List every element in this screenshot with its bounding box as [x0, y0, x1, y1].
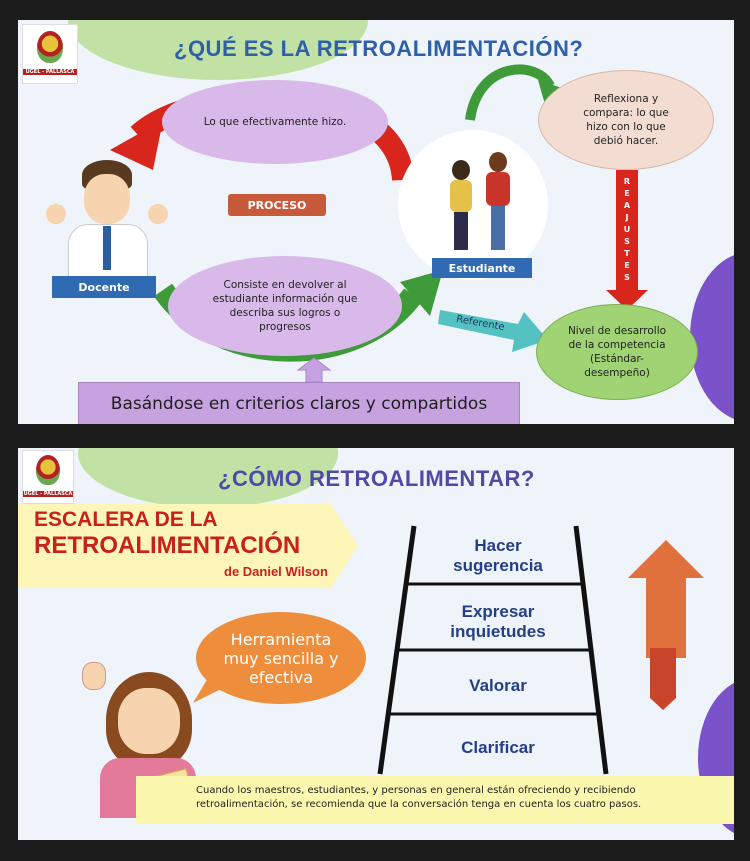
slide-que-es-retroalimentacion: UGEL - PALLASCA ¿QUÉ ES LA RETROALIMENTA… [18, 20, 734, 424]
red-arrowhead-icon [110, 120, 163, 170]
escalera-banner [18, 504, 358, 588]
escalera-title-line2: RETROALIMENTACIÓN [34, 532, 301, 559]
docente-tie-icon [103, 226, 111, 270]
referente-arrow-icon [438, 310, 548, 352]
reajustes-arrowhead-icon [606, 290, 648, 310]
escalera-title-line1: ESCALERA DE LA [34, 508, 218, 531]
ugel-logo-text: UGEL - PALLASCA [23, 69, 77, 75]
docente-figure [40, 160, 170, 300]
estudiante-boy-icon [484, 152, 512, 250]
estudiante-label: Estudiante [432, 258, 532, 278]
docente-label: Docente [52, 276, 156, 298]
slide-como-retroalimentar: UGEL - PALLASCA ¿CÓMO RETROALIMENTAR? ES… [18, 448, 734, 840]
proceso-label: PROCESO [228, 194, 326, 216]
note-text: Cuando los maestros, estudiantes, y pers… [196, 785, 642, 810]
criterios-box: Basándose en criterios claros y comparti… [78, 382, 520, 424]
green-arrow-to-reflexiona-icon [465, 64, 555, 121]
speech-text: Herramienta muy sencilla y efectiva [223, 629, 339, 687]
maestra-face-icon [118, 688, 180, 754]
orange-up-arrow-icon [628, 540, 704, 658]
bubble-nivel: Nivel de desarrollo de la competencia (E… [536, 304, 698, 400]
bubble-lo-que-hizo: Lo que efectivamente hizo. [162, 80, 388, 164]
docente-fist-left-icon [46, 204, 66, 224]
ugel-emblem-icon [37, 31, 63, 63]
step-clarificar: Clarificar [461, 738, 535, 757]
maestra-raised-hand-icon [82, 662, 106, 690]
ugel-emblem-icon [36, 455, 60, 485]
ugel-logo: UGEL - PALLASCA [22, 450, 74, 504]
bubble-consiste: Consiste en devolver al estudiante infor… [168, 256, 402, 356]
escalera-author: de Daniel Wilson [224, 564, 328, 579]
page-title: ¿CÓMO RETROALIMENTAR? [218, 466, 535, 491]
ladder-graphic [377, 525, 704, 775]
criterios-text: Basándose en criterios claros y comparti… [110, 394, 488, 414]
docente-face-icon [84, 174, 130, 224]
estudiante-circle [398, 130, 548, 280]
bubble-reflexiona: Reflexiona y compara: lo que hizo con lo… [538, 70, 714, 170]
step-valorar: Valorar [469, 676, 527, 695]
reajustes-letters: R E A J U S T E S [623, 177, 631, 282]
ugel-logo: UGEL - PALLASCA [22, 24, 78, 84]
step-hacer-sugerencia: Hacer sugerencia [453, 536, 543, 575]
up-arrow-icon [296, 357, 332, 383]
orange-down-fold-icon [650, 648, 676, 710]
estudiante-girl-icon [448, 160, 474, 250]
step-expresar-inquietudes: Expresar inquietudes [450, 602, 546, 641]
page-title: ¿QUÉ ES LA RETROALIMENTACIÓN? [174, 36, 584, 61]
speech-bubble: Herramienta muy sencilla y efectiva [196, 612, 366, 704]
note-box: Cuando los maestros, estudiantes, y pers… [136, 776, 734, 824]
green-arrowhead-icon [400, 270, 443, 316]
ugel-logo-text: UGEL - PALLASCA [23, 491, 73, 497]
docente-fist-right-icon [148, 204, 168, 224]
